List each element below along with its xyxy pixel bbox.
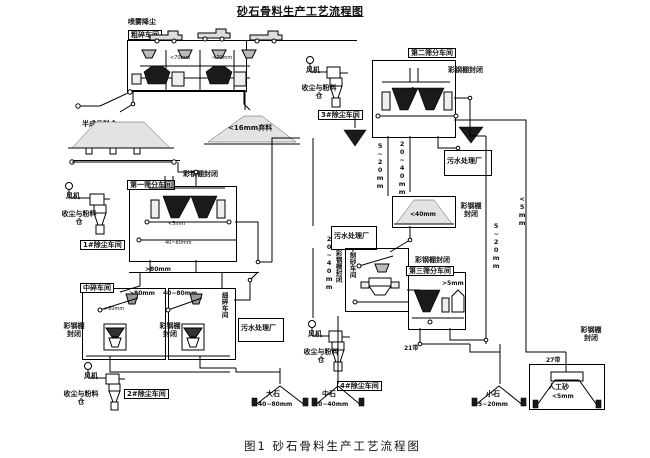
screen1-equipment (136, 176, 237, 243)
semi-product-pile (68, 121, 174, 155)
page-title: 砂石骨料生产工艺流程图 (237, 5, 364, 18)
spray-dust-label: 喷雾降尘 (128, 18, 156, 26)
product-1-pile (311, 385, 365, 407)
fine-crush-feed-size: 40~80mm (163, 290, 198, 297)
waste-16-label: <16mm弃料 (228, 124, 273, 132)
product-0-pile (251, 385, 309, 407)
sand-making-label: 制砂车间 (348, 252, 357, 278)
size-20-40-vertical-a: 20~40mm (398, 140, 407, 196)
waste-pile (204, 115, 300, 145)
dust-1-workshop-label: 1#除尘车间 (80, 240, 125, 251)
product-2-pile (471, 385, 527, 407)
product-1-size: 20~40mm (314, 401, 349, 408)
medium-crush-out-size: >80mm (104, 306, 125, 312)
screen2-label: 第二筛分车间 (408, 48, 456, 59)
product-2-size: 5~20mm (478, 401, 509, 408)
medium-crush-label: 中碎车间 (80, 283, 114, 294)
silo-discharge-conveyor (70, 160, 180, 161)
screen2-equipment (375, 68, 459, 119)
fine-crush-shed-label: 彩钢棚封闭 (159, 322, 181, 339)
feed-conveyor-top (127, 40, 357, 41)
wastewater-upper-feed (458, 126, 484, 144)
figure-caption: 图1 砂石骨料生产工艺流程图 (244, 439, 421, 453)
wastewater-left-box (238, 318, 284, 342)
lt40-pile-enclosure (392, 196, 456, 228)
screen3-label: 第三筛分车间 (406, 266, 454, 277)
product-1-name: 中石 (322, 390, 336, 398)
silo-belt-pulleys (69, 159, 177, 165)
size-label-b: <70mm (212, 55, 233, 61)
dust-4-silo-label: 收尘与粉料仓 (303, 348, 339, 365)
dust-3-fan-label: 风机 (306, 66, 320, 74)
coarse-out-belt (75, 89, 246, 110)
screen2-size-c: <5mm (407, 87, 425, 93)
wastewater-mid-box (331, 226, 377, 250)
dust-1-fan-label: 风机 (66, 192, 80, 200)
manufactured-sand-enclosure (529, 364, 605, 410)
coarse-crush-equipment (131, 28, 283, 90)
size-lt5-vertical: <5mm (518, 195, 527, 227)
belt-21-label: 21带 (404, 345, 419, 352)
sand-shed-label: 彩钢棚封闭 (580, 326, 602, 343)
product-0-name: 大石 (266, 390, 280, 398)
dust-2-fan-label: 风机 (84, 372, 98, 380)
screen3-equipment (412, 289, 465, 325)
product-2-name: 小石 (486, 390, 500, 398)
medium-crush-feed-size: >80mm (129, 290, 155, 297)
screen2-enclosure (372, 60, 456, 138)
dust-2-silo-label: 收尘与粉料仓 (63, 390, 99, 407)
dust-1-silo-label: 收尘与粉料仓 (61, 210, 97, 227)
wastewater-mid-label: 污水处理厂 (334, 232, 369, 240)
lt40-pile (394, 199, 454, 225)
sand-making-equipment (352, 255, 403, 305)
screen1-oversize-conveyor (129, 272, 259, 273)
lt40-label: <40mm (410, 211, 436, 218)
medium-crush-enclosure (82, 288, 166, 360)
screen3-gt5-label: >5mm (442, 280, 464, 287)
lt40-shed-label: 彩钢棚封闭 (460, 202, 482, 219)
wastewater-upper-box (444, 150, 492, 176)
size-5-20-vertical-b: 5~20mm (492, 222, 501, 270)
screen2-shed-label: 彩钢棚封闭 (448, 66, 483, 74)
fine-crush-enclosure (168, 288, 236, 360)
dust-system-2-equipment (84, 362, 125, 411)
dust-2-workshop-label: 2#除尘车间 (124, 389, 169, 400)
belt-27-label: 27带 (546, 357, 561, 364)
dust-4-fan-label: 风机 (308, 330, 322, 338)
screen1-label: 第一筛分车间 (127, 180, 175, 191)
dust3-discharge (343, 129, 367, 147)
manufactured-sand-pile (532, 371, 602, 409)
size-label-a: <70mm (170, 55, 191, 61)
screen1-size-c: <5mm (168, 221, 186, 227)
wastewater-left-label: 污水处理厂 (241, 324, 276, 332)
dust-system-1-equipment (65, 182, 110, 235)
size-20-40-vertical-b: 20~40mm (325, 235, 334, 291)
fine-crush-label: 细碎车间 (220, 292, 229, 318)
wastewater-upper-label: 污水处理厂 (447, 157, 482, 165)
screen1-enclosure (129, 186, 237, 262)
product-0-size: 40~80mm (258, 401, 293, 408)
medium-crush-shed-label: 彩钢棚封闭 (63, 322, 85, 339)
coarse-out-conveyor (127, 90, 245, 91)
dust-3-silo-label: 收尘与粉料仓 (301, 84, 337, 101)
screen1-size-e: >80mm (145, 266, 171, 273)
screen1-size-d: 40~80mm (165, 240, 192, 246)
product-3-name: 人工砂 (548, 383, 569, 391)
dust-3-workshop-label: 3#除尘车间 (318, 110, 363, 121)
screen1-shed-label: 彩钢棚封闭 (183, 170, 218, 178)
sandmaking-shed-vertical: 彩钢棚封闭 (334, 250, 343, 283)
dust-system-3-equipment (306, 56, 348, 108)
crusher-equipment (86, 293, 230, 357)
screen3-shed-label: 彩钢棚封闭 (415, 256, 450, 264)
size-5-20-vertical-a: 5~20mm (376, 142, 385, 190)
product-3-size: <5mm (552, 393, 574, 400)
